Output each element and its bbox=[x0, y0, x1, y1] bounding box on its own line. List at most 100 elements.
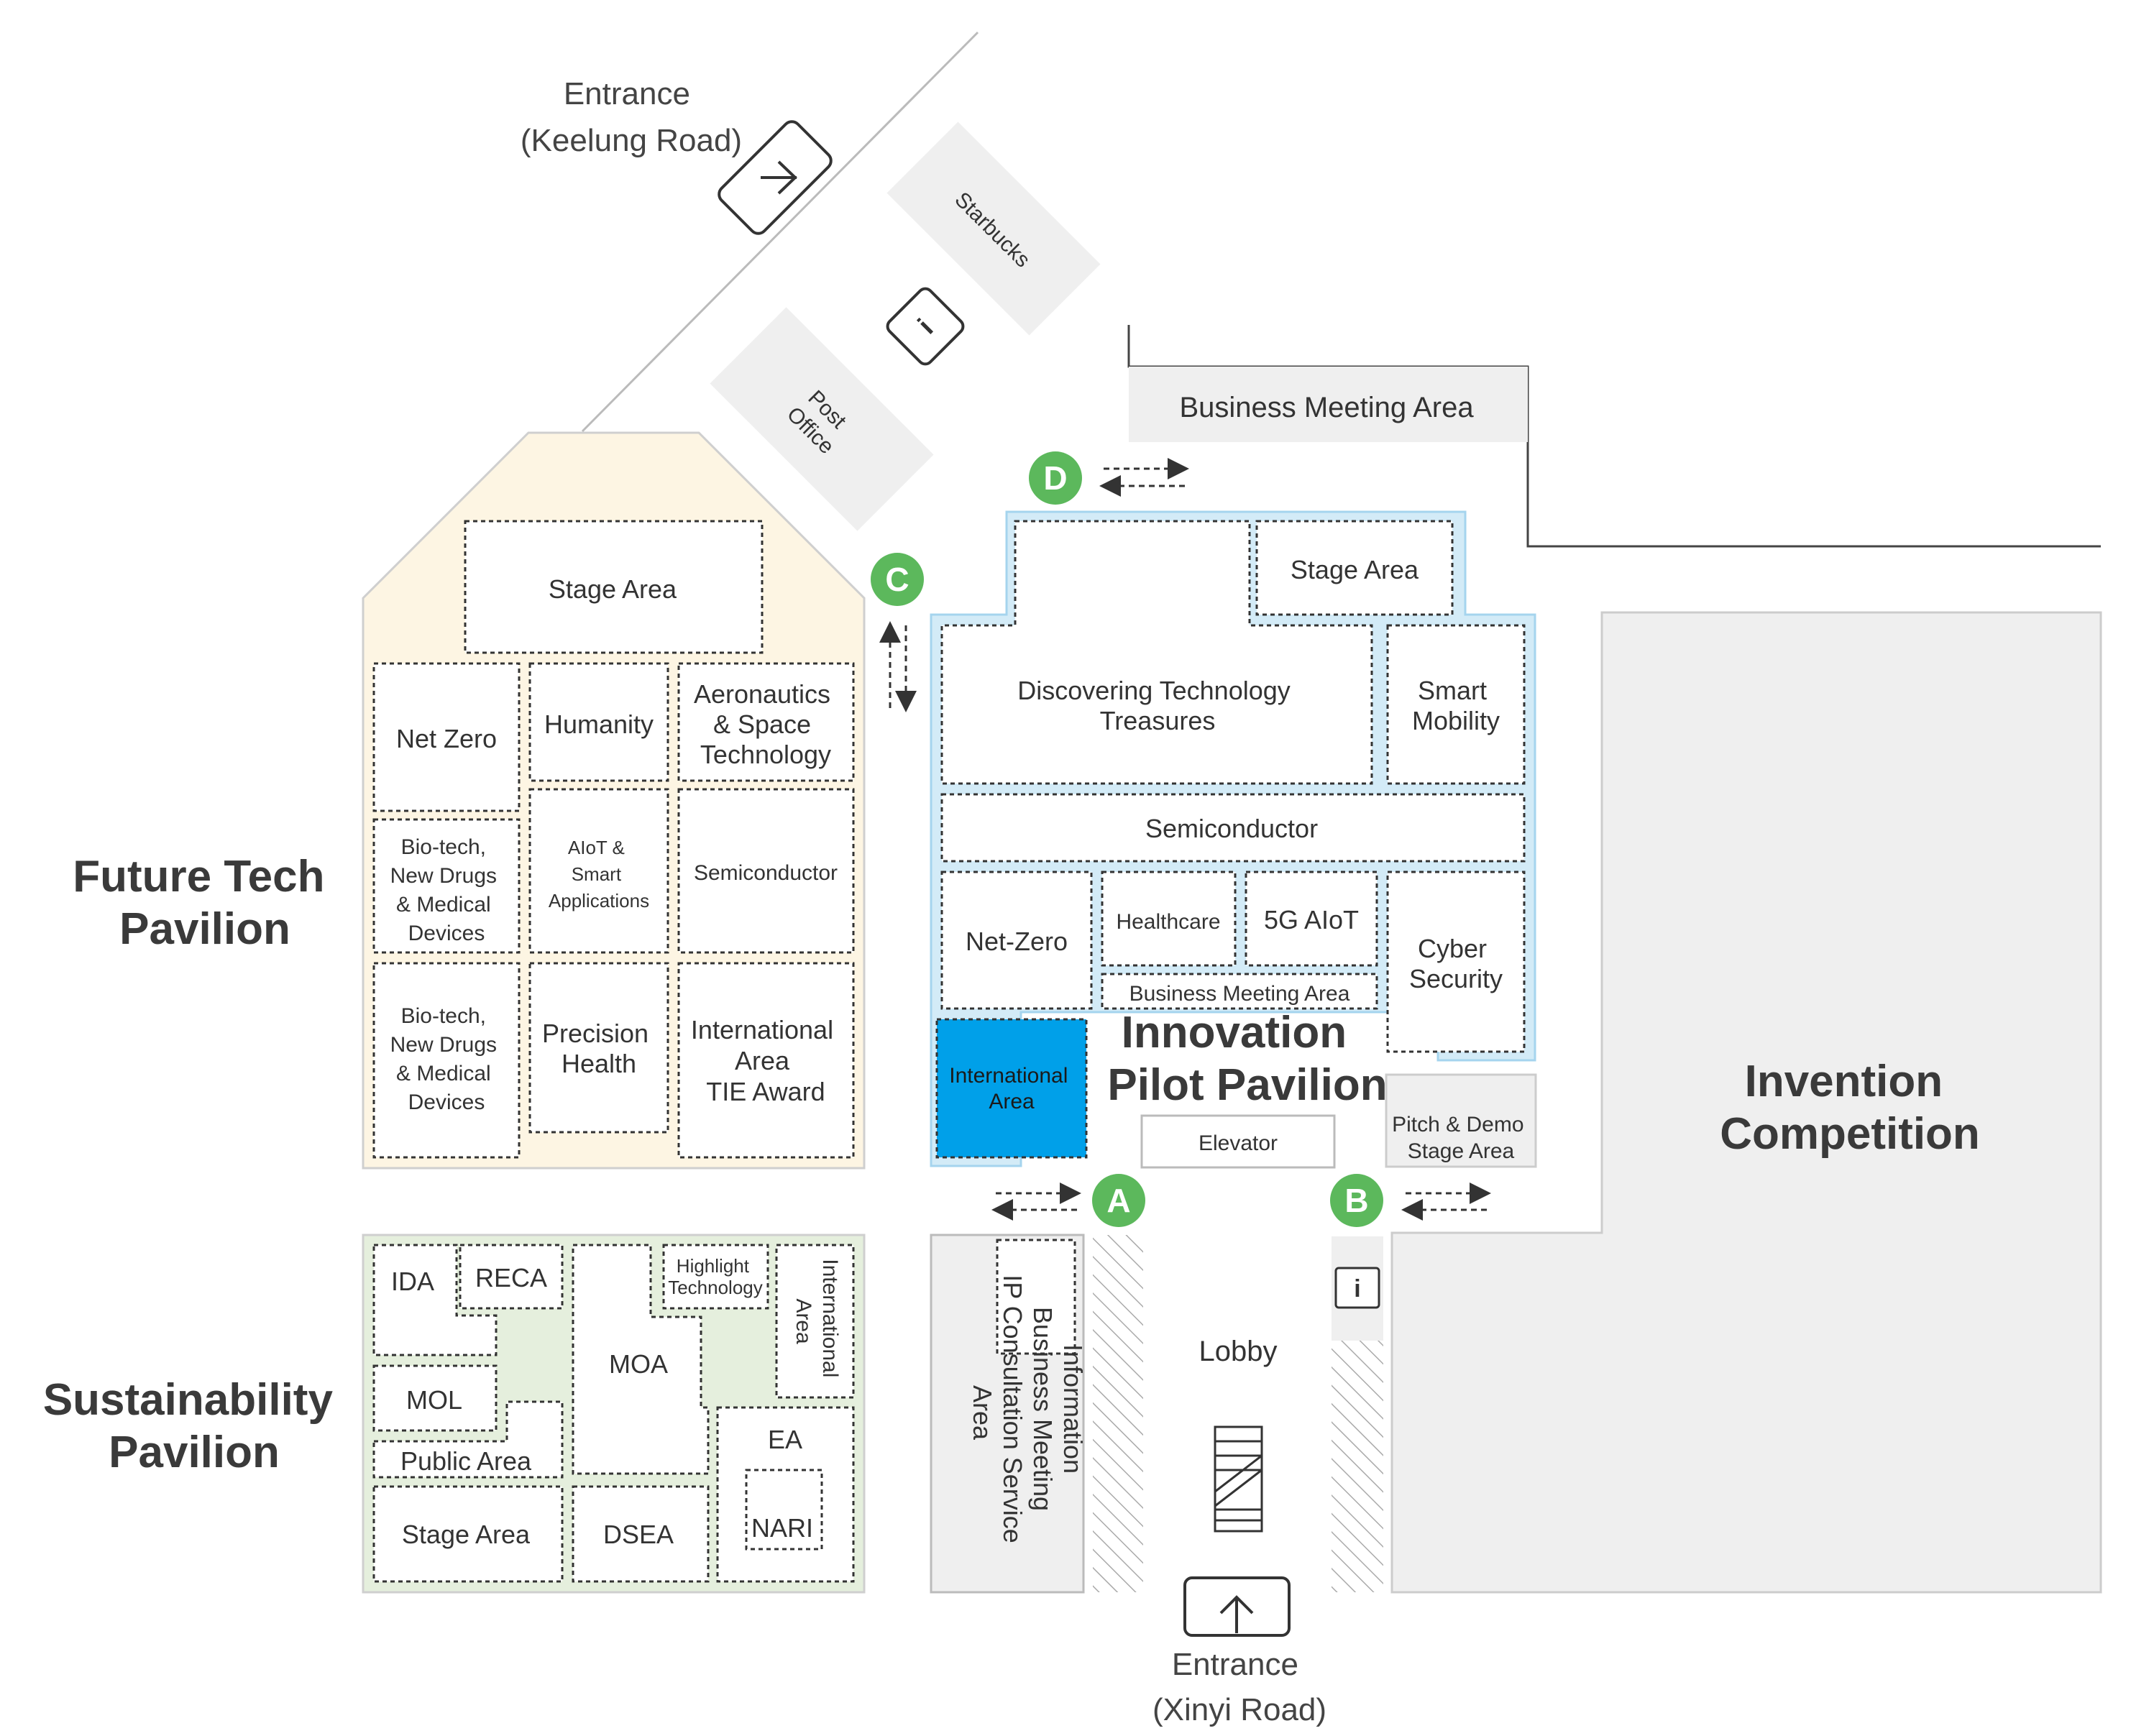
invention-competition-title: Invention Competition bbox=[1720, 1057, 1980, 1159]
ip-healthcare[interactable]: Healthcare bbox=[1101, 871, 1237, 967]
svg-text:NARI: NARI bbox=[751, 1513, 813, 1543]
svg-text:D: D bbox=[1043, 459, 1067, 497]
entrance-keelung-icon[interactable] bbox=[715, 118, 834, 236]
svg-text:Precision Health: Precision Health bbox=[542, 1019, 656, 1078]
svg-text:Bio-tech, New Drugs: Bio-tech, New Drugs & Medical Devices bbox=[390, 835, 503, 945]
ft-aiot[interactable]: AIoT & Smart Applications bbox=[528, 788, 669, 954]
su-dsea[interactable]: DSEA bbox=[572, 1485, 710, 1583]
ft-biotech-1[interactable]: Bio-tech, New Drugs & Medical Devices bbox=[372, 818, 521, 954]
ip-cyber-security[interactable]: Cyber Security bbox=[1386, 871, 1526, 1053]
svg-text:MOL: MOL bbox=[406, 1385, 462, 1415]
svg-text:Stage Area: Stage Area bbox=[549, 574, 677, 604]
entrance-keelung-label: Entrance (Keelung Road) bbox=[521, 76, 742, 158]
svg-text:Discovering Technology T: Discovering Technology Treasures bbox=[1017, 676, 1298, 735]
gate-d-badge[interactable]: D bbox=[1029, 451, 1082, 505]
info-icon-top[interactable]: i bbox=[884, 285, 966, 367]
su-international[interactable]: International Area bbox=[775, 1244, 855, 1399]
su-ida[interactable]: IDA bbox=[372, 1244, 498, 1356]
svg-text:Cyber Security: Cyber Security bbox=[1409, 934, 1503, 993]
gate-c-arrows bbox=[879, 621, 917, 712]
ip-semiconductor[interactable]: Semiconductor bbox=[940, 793, 1526, 863]
ft-biotech-2[interactable]: Bio-tech, New Drugs & Medical Devices bbox=[372, 962, 521, 1159]
svg-text:5G AIoT: 5G AIoT bbox=[1264, 905, 1359, 934]
hatched-strip-left bbox=[1093, 1235, 1143, 1592]
starbucks-area: Starbucks bbox=[886, 121, 1101, 336]
svg-text:Aeronautics & Space: Aeronautics & Space Technology bbox=[694, 679, 838, 769]
gate-b-arrows bbox=[1401, 1182, 1491, 1221]
svg-text:i: i bbox=[1354, 1275, 1360, 1303]
business-meeting-top bbox=[1129, 367, 1528, 442]
svg-text:Semiconductor: Semiconductor bbox=[1145, 814, 1318, 843]
su-nari[interactable]: NARI bbox=[745, 1469, 823, 1551]
gate-d-arrows bbox=[1099, 458, 1189, 497]
svg-text:MOA: MOA bbox=[609, 1349, 668, 1379]
svg-text:International Area: International Area bbox=[792, 1259, 842, 1383]
svg-text:Smart Mobility: Smart Mobility bbox=[1412, 676, 1500, 735]
su-stage-area[interactable]: Stage Area bbox=[372, 1485, 564, 1583]
info-icon-lobby[interactable]: i bbox=[1334, 1267, 1380, 1309]
svg-text:Net Zero: Net Zero bbox=[396, 724, 497, 753]
svg-text:International Area: International Area TIE Award bbox=[691, 1015, 840, 1106]
svg-text:Stage Area: Stage Area bbox=[1291, 555, 1419, 584]
svg-text:Pitch & Demo Stage Area: Pitch & Demo Stage Area bbox=[1392, 1113, 1530, 1163]
svg-text:B: B bbox=[1344, 1182, 1368, 1219]
svg-text:International Area: International Area bbox=[949, 1064, 1073, 1113]
lobby-label: Lobby bbox=[1199, 1336, 1278, 1367]
svg-text:Semiconductor: Semiconductor bbox=[694, 861, 838, 885]
ip-discovering-treasures[interactable]: Discovering Technology Treasures bbox=[940, 520, 1373, 785]
svg-text:Business Meeting Area: Business Meeting Area bbox=[1129, 982, 1350, 1006]
svg-text:Net-Zero: Net-Zero bbox=[966, 927, 1068, 956]
ip-business-meeting[interactable]: Business Meeting Area bbox=[1101, 973, 1378, 1010]
ft-humanity[interactable]: Humanity bbox=[528, 662, 669, 782]
svg-text:RECA: RECA bbox=[475, 1263, 547, 1292]
svg-text:EA: EA bbox=[768, 1425, 802, 1454]
info-business-label: Information Business Meeting IP Consulta… bbox=[968, 1275, 1088, 1551]
sustainability-title: Sustainability Pavilion bbox=[43, 1375, 345, 1477]
gate-a-arrows bbox=[991, 1182, 1081, 1221]
svg-text:A: A bbox=[1106, 1182, 1130, 1219]
entrance-xinyi-icon[interactable] bbox=[1183, 1576, 1291, 1637]
su-moa[interactable]: MOA bbox=[572, 1244, 710, 1475]
ft-net-zero[interactable]: Net Zero bbox=[372, 662, 521, 812]
post-office-area: Post Office bbox=[710, 307, 934, 531]
svg-text:DSEA: DSEA bbox=[603, 1520, 674, 1549]
elevator: Elevator bbox=[1140, 1114, 1336, 1169]
pitch-demo-stage[interactable]: Pitch & Demo Stage Area bbox=[1385, 1073, 1537, 1168]
entrance-xinyi-label: Entrance (Xinyi Road) bbox=[1152, 1647, 1326, 1727]
svg-text:Bio-tech, New Drugs: Bio-tech, New Drugs & Medical Devices bbox=[390, 1004, 503, 1114]
gate-c-badge[interactable]: C bbox=[871, 553, 924, 606]
svg-text:Elevator: Elevator bbox=[1199, 1131, 1278, 1155]
svg-text:Healthcare: Healthcare bbox=[1116, 910, 1220, 934]
svg-text:Public Area: Public Area bbox=[400, 1446, 532, 1476]
svg-text:C: C bbox=[885, 561, 909, 598]
ip-stage[interactable]: Stage Area bbox=[1255, 520, 1454, 616]
svg-text:Humanity: Humanity bbox=[544, 709, 654, 739]
gate-a-badge[interactable]: A bbox=[1092, 1174, 1145, 1227]
svg-text:Highlight Technology: Highlight Technology bbox=[668, 1255, 763, 1298]
ip-5g-aiot[interactable]: 5G AIoT bbox=[1245, 871, 1378, 967]
invention-competition-area bbox=[1390, 611, 2102, 1594]
ip-smart-mobility[interactable]: Smart Mobility bbox=[1386, 624, 1526, 785]
ft-aeronautics[interactable]: Aeronautics & Space Technology bbox=[677, 662, 855, 782]
gate-b-badge[interactable]: B bbox=[1330, 1174, 1383, 1227]
su-mol[interactable]: MOL bbox=[372, 1364, 498, 1432]
keelung-road-edge bbox=[581, 31, 979, 433]
su-public-area[interactable]: Public Area bbox=[372, 1400, 564, 1479]
info-desk-dashed bbox=[996, 1239, 1076, 1355]
ip-international-area[interactable]: International Area bbox=[935, 1018, 1088, 1159]
su-highlight-technology[interactable]: Highlight Technology bbox=[662, 1244, 769, 1310]
svg-text:Stage Area: Stage Area bbox=[402, 1520, 531, 1549]
ft-semiconductor[interactable]: Semiconductor bbox=[677, 788, 855, 954]
business-meeting-top-label: Business Meeting Area bbox=[1179, 392, 1474, 423]
innovation-pilot-title: Innovation Pilot Pavilion bbox=[1107, 1008, 1387, 1110]
ft-precision-health[interactable]: Precision Health bbox=[528, 962, 669, 1134]
ft-international[interactable]: International Area TIE Award bbox=[677, 962, 855, 1159]
hatched-strip-right bbox=[1332, 1341, 1383, 1592]
ft-stage[interactable]: Stage Area bbox=[464, 520, 764, 654]
svg-text:AIoT & Smart Appli: AIoT & Smart Applications bbox=[549, 837, 649, 911]
ip-net-zero[interactable]: Net-Zero bbox=[940, 871, 1093, 1010]
su-reca[interactable]: RECA bbox=[459, 1244, 564, 1310]
future-tech-title: Future Tech Pavilion bbox=[73, 852, 336, 954]
svg-text:IDA: IDA bbox=[391, 1267, 434, 1296]
